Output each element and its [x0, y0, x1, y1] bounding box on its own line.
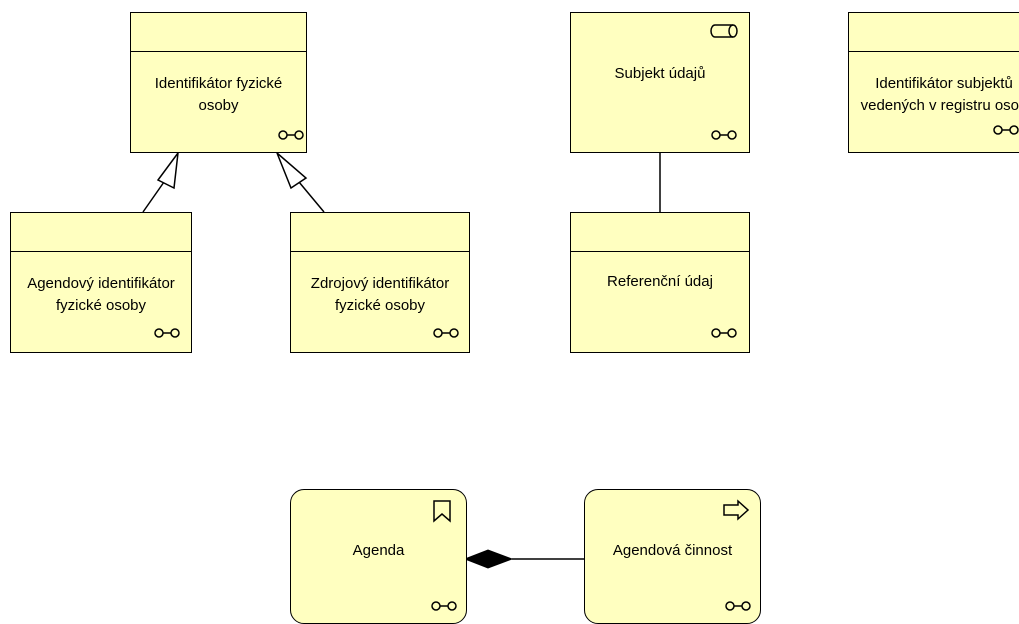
specialization-line-zdrojovy[interactable] [298, 181, 325, 213]
node-label: Zdrojový identifikátor fyzické osoby [310, 275, 450, 314]
glasses-icon [431, 601, 457, 611]
node-subjekt-udaju[interactable]: Subjekt údajů [570, 12, 750, 153]
node-label: Referenční údaj [607, 273, 713, 290]
bookmark-icon [433, 500, 451, 523]
node-label: Agendový identifikátor fyzické osoby [27, 275, 175, 314]
node-label: Agenda [352, 542, 405, 559]
glasses-icon [154, 328, 180, 338]
arrow-right-icon [723, 499, 750, 521]
node-label: Identifikátor fyzické osoby [154, 75, 283, 114]
glasses-icon [711, 328, 737, 338]
composition-diamond [463, 549, 514, 569]
cylinder-icon [710, 24, 738, 38]
node-label: Identifikátor subjektů vedených v regist… [860, 75, 1019, 114]
node-identifikator-fyzicke-osoby[interactable]: Identifikátor fyzické osoby [130, 12, 307, 153]
glasses-icon [278, 130, 304, 140]
node-agenda[interactable]: Agenda [290, 489, 467, 624]
node-header [11, 213, 191, 252]
node-header [291, 213, 469, 252]
node-referencni-udaj[interactable]: Referenční údaj [570, 212, 750, 353]
glasses-icon [711, 130, 737, 140]
node-label: Subjekt údajů [614, 65, 706, 82]
specialization-arrowhead-agendovy [156, 150, 180, 190]
node-identifikator-subjektu[interactable]: Identifikátor subjektů vedených v regist… [848, 12, 1019, 153]
node-agendova-cinnost[interactable]: Agendová činnost [584, 489, 761, 624]
glasses-icon [433, 328, 459, 338]
node-zdrojovy-identifikator[interactable]: Zdrojový identifikátor fyzické osoby [290, 212, 470, 353]
glasses-icon [725, 601, 751, 611]
specialization-line-agendovy[interactable] [142, 181, 165, 213]
specialization-arrowhead-zdrojovy [276, 152, 308, 190]
node-header [131, 13, 306, 52]
node-agendovy-identifikator[interactable]: Agendový identifikátor fyzické osoby [10, 212, 192, 353]
node-header [571, 213, 749, 252]
glasses-icon [993, 125, 1019, 135]
node-header [849, 13, 1019, 52]
node-label: Agendová činnost [612, 542, 733, 559]
